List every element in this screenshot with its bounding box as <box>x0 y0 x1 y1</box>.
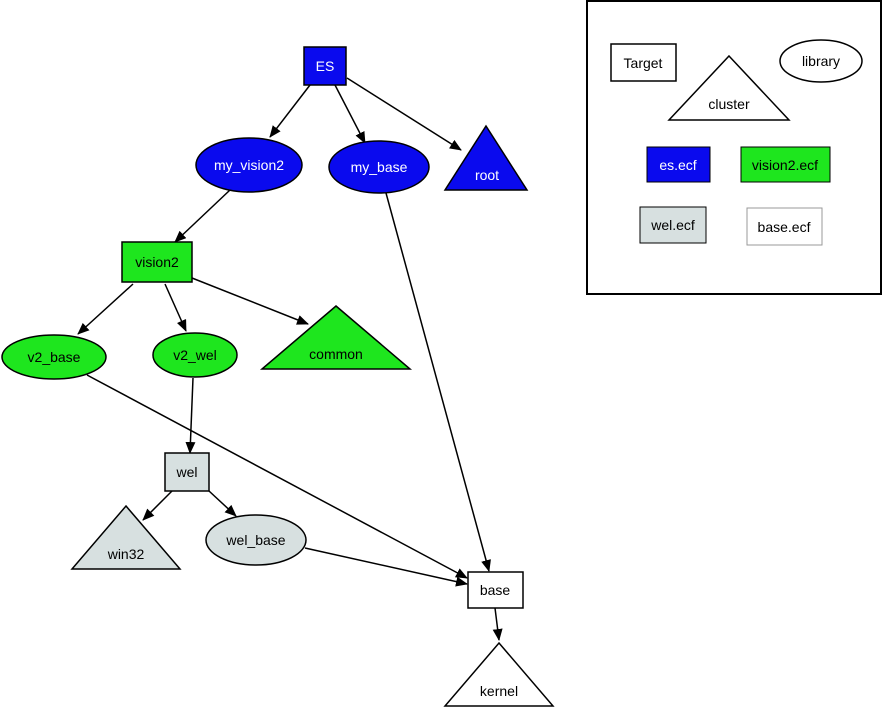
legend-target: Target <box>610 43 677 82</box>
node-v2-base[interactable]: v2_base <box>1 334 107 380</box>
node-base[interactable]: base <box>467 571 524 609</box>
node-common-label: common <box>309 346 363 362</box>
edge-vision2-common <box>191 277 309 325</box>
node-wel-label: wel <box>175 464 197 480</box>
edge-v2-wel-wel <box>185 377 196 454</box>
edges <box>77 77 503 641</box>
legend-es-ecf: es.ecf <box>646 146 711 183</box>
edge-vision2-v2-wel <box>164 283 187 332</box>
node-win32-label: win32 <box>107 546 145 562</box>
edge-es-my-base <box>334 84 366 144</box>
edge-my-vision2-vision2 <box>174 189 231 243</box>
node-wel-base[interactable]: wel_base <box>205 514 307 566</box>
edge-wel-base-base <box>304 547 468 587</box>
legend-vision2-ecf: vision2.ecf <box>740 146 831 183</box>
legend-library: library <box>779 39 863 83</box>
node-v2-wel-label: v2_wel <box>173 347 217 363</box>
node-wel-base-label: wel_base <box>225 532 285 548</box>
legend-library-label: library <box>802 53 840 69</box>
edge-my-base-base <box>385 192 491 572</box>
edge-es-root <box>346 77 462 151</box>
node-es-label: ES <box>316 58 335 74</box>
node-v2-wel[interactable]: v2_wel <box>152 332 238 378</box>
edge-v2-base-base <box>86 374 468 579</box>
legend-target-label: Target <box>624 55 663 71</box>
node-my-vision2-label: my_vision2 <box>214 157 284 173</box>
node-es[interactable]: ES <box>303 46 347 86</box>
legend-cluster: cluster <box>667 54 791 121</box>
edge-vision2-v2-base <box>77 283 134 335</box>
legend-es-ecf-label: es.ecf <box>659 157 696 173</box>
legend-cluster-label: cluster <box>708 96 750 112</box>
node-my-base-label: my_base <box>351 159 408 175</box>
node-kernel-label: kernel <box>480 683 518 699</box>
node-v2-base-label: v2_base <box>28 349 81 365</box>
node-kernel[interactable]: kernel <box>443 641 555 707</box>
legend-base-ecf-label: base.ecf <box>758 219 811 235</box>
node-wel[interactable]: wel <box>164 452 210 492</box>
node-root-label: root <box>475 167 499 183</box>
node-vision2[interactable]: vision2 <box>121 241 193 283</box>
legend-base-ecf: base.ecf <box>746 207 823 246</box>
edge-es-my-vision2 <box>269 84 311 138</box>
node-my-base[interactable]: my_base <box>328 140 430 194</box>
node-base-label: base <box>480 582 511 598</box>
node-common[interactable]: common <box>259 305 413 370</box>
edge-base-kernel <box>492 607 503 641</box>
node-my-vision2[interactable]: my_vision2 <box>195 137 303 193</box>
edge-wel-wel-base <box>208 490 237 517</box>
node-win32[interactable]: win32 <box>70 504 182 570</box>
legend: Target library cluster es.ecf vision2.ec… <box>586 0 882 295</box>
node-root[interactable]: root <box>443 124 529 191</box>
legend-vision2-ecf-label: vision2.ecf <box>752 157 818 173</box>
node-vision2-label: vision2 <box>135 254 179 270</box>
nodes: ES my_vision2 my_base root vision2 v2_ba… <box>1 46 555 707</box>
legend-wel-ecf-label: wel.ecf <box>650 217 695 233</box>
legend-wel-ecf: wel.ecf <box>639 206 707 244</box>
edge-wel-win32 <box>142 490 173 521</box>
